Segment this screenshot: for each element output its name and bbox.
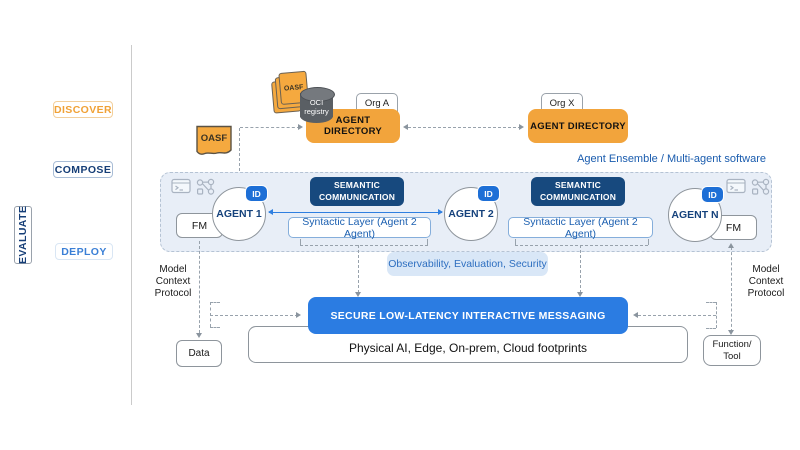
mcp-left-bracket <box>210 302 211 327</box>
connector-syntactic1-to-messaging <box>358 245 359 293</box>
semantic-communication-1: SEMANTIC COMMUNICATION <box>310 177 404 206</box>
function-tool-box: Function/ Tool <box>703 335 761 366</box>
connector-syntactic2-to-messaging <box>580 245 581 293</box>
agent-1-id-badge: ID <box>245 185 268 202</box>
mcp-right-bracket-tick-bottom <box>706 328 716 329</box>
agent-2-id-badge: ID <box>477 185 500 202</box>
stage-compose: COMPOSE <box>53 161 113 178</box>
secure-messaging-bar: SECURE LOW-LATENCY INTERACTIVE MESSAGING <box>308 297 628 334</box>
agent-n-node: AGENT N <box>668 188 722 242</box>
network-graph-icon <box>196 178 215 201</box>
observability-pill: Observability, Evaluation, Security <box>387 252 548 276</box>
stage-evaluate: EVALUATE <box>14 206 32 264</box>
connector-directory-to-directory <box>408 127 521 128</box>
mcp-right-bracket <box>716 302 717 328</box>
mcp-label-left: Model Context Protocol <box>154 264 192 299</box>
stage-discover: DISCOVER <box>53 101 113 118</box>
network-graph-icon <box>751 178 770 201</box>
bracket-2-bottom <box>515 245 648 246</box>
agent-1-node: AGENT 1 <box>212 187 266 241</box>
bracket-1-left <box>300 239 301 245</box>
bracket-2-left <box>515 239 516 245</box>
agent1-agent2-link <box>269 212 442 213</box>
data-box: Data <box>176 340 222 367</box>
terminal-icon <box>726 178 746 201</box>
footprints-label: Physical AI, Edge, On-prem, Cloud footpr… <box>348 341 588 355</box>
ensemble-corner-icons-right <box>726 178 770 201</box>
connector-fmn-to-function <box>731 247 732 332</box>
terminal-icon <box>171 178 191 201</box>
stage-deploy: DEPLOY <box>55 243 113 260</box>
mcp-left-bracket-tick-top <box>210 302 220 303</box>
bracket-1-bottom <box>300 245 428 246</box>
agent-directory-1: AGENT DIRECTORY <box>306 109 400 143</box>
mcp-right-bracket-tick-top <box>706 302 716 303</box>
bracket-1-right <box>427 239 428 245</box>
mcp-left-bracket-tick-bottom <box>210 327 220 328</box>
connector-mcp-right-to-messaging <box>638 315 716 316</box>
agent-directory-2: AGENT DIRECTORY <box>528 109 628 143</box>
syntactic-layer-2: Syntactic Layer (Agent 2 Agent) <box>508 216 653 240</box>
connector-fm1-to-data <box>199 241 200 333</box>
connector-oasf-to-directory <box>240 127 300 128</box>
vertical-divider <box>131 45 132 405</box>
bracket-2-right <box>648 239 649 245</box>
semantic-communication-2: SEMANTIC COMMUNICATION <box>531 177 625 206</box>
connector-mcp-left-to-messaging <box>210 315 298 316</box>
connector-oasf-to-agent1 <box>239 128 240 181</box>
ensemble-label: Agent Ensemble / Multi-agent software <box>577 153 766 165</box>
syntactic-layer-1: Syntactic Layer (Agent 2 Agent) <box>288 216 431 240</box>
oasf-tag-label: OASF <box>200 132 228 144</box>
oci-registry-label: OCI registry <box>304 98 329 116</box>
oci-registry-icon: OCI registry <box>300 87 335 123</box>
oasf-tag-icon: OASF <box>195 125 233 158</box>
ensemble-corner-icons-left <box>171 178 215 201</box>
mcp-label-right: Model Context Protocol <box>747 264 785 299</box>
agent-n-id-badge: ID <box>701 186 724 203</box>
